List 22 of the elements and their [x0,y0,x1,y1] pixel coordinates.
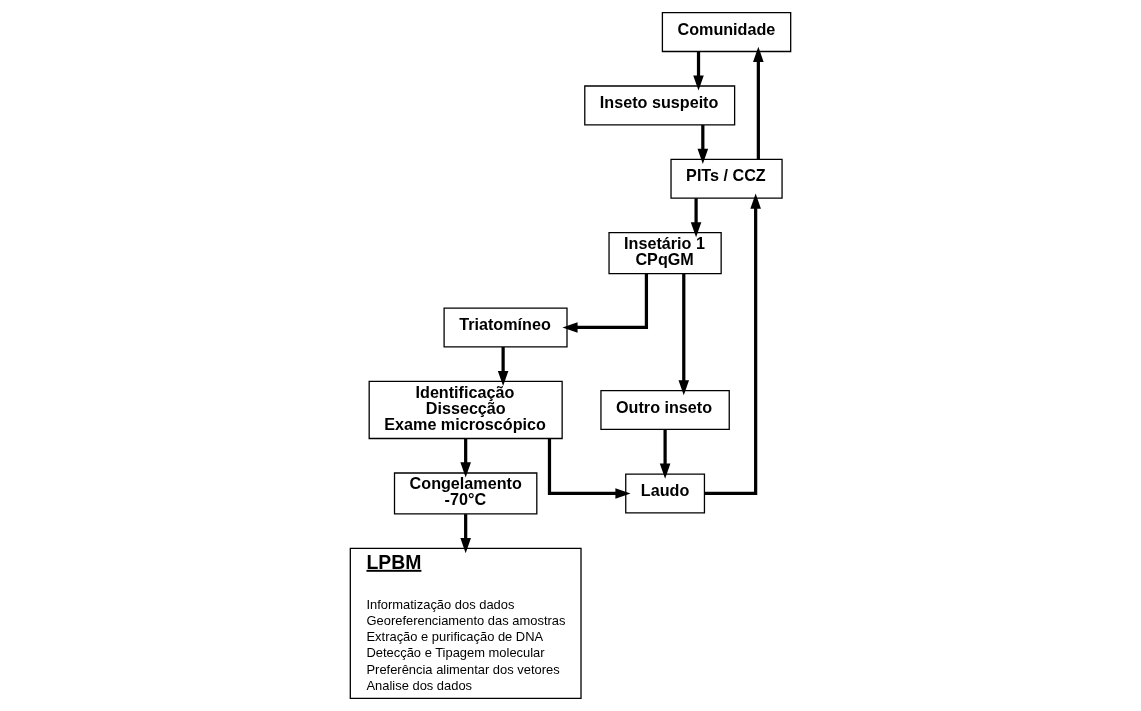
node-box: Laudo [625,473,706,514]
arrow [547,438,631,499]
node-box: Triatomíneo [443,307,568,348]
node-box: Congelamento -70°C [393,472,538,515]
node-box: Outro inseto [600,389,730,430]
arrow [704,193,761,496]
node-box: Insetário 1 CPqGM [608,231,722,275]
arrow [497,347,509,387]
arrow [678,273,690,396]
arrow [753,46,764,160]
node-box: Comunidade [661,12,792,53]
arrow [693,51,704,91]
arrow [460,514,471,554]
arrow [562,273,649,333]
arrow [659,429,671,479]
arrow [460,438,471,478]
arrow [697,125,709,164]
node-box: Inseto suspeito [584,85,736,126]
node-box: Identificação Dissecção Exame microscópico [368,380,563,440]
node-box: LPBM Informatização dos dados Georeferenciamento das amostras Extração e purificação de DNA Detecção e Tipagem molecular Preferência alimentar dos vetores Analise dos dados [349,547,582,699]
arrow [690,198,702,238]
node-box: PITs / CCZ [670,158,783,199]
